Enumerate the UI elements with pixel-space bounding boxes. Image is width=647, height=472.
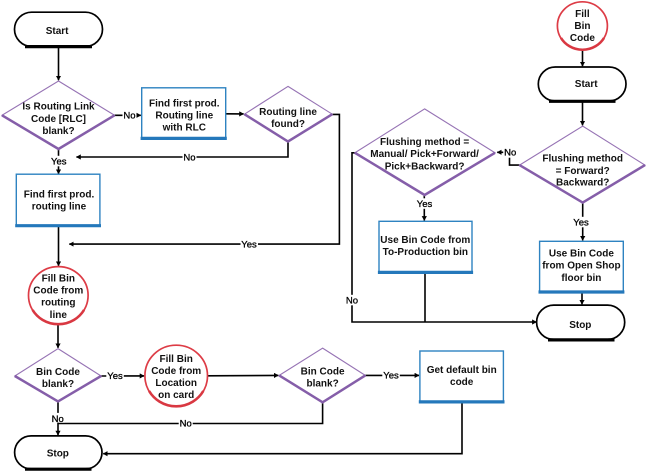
svg-text:Bin Code: Bin Code xyxy=(301,367,345,378)
svg-text:No: No xyxy=(346,295,358,306)
svg-text:Code from: Code from xyxy=(33,286,83,297)
svg-text:To-Production bin: To-Production bin xyxy=(383,247,468,258)
svg-text:Flushing method =: Flushing method = xyxy=(380,137,469,148)
svg-text:blank?: blank? xyxy=(306,378,338,389)
svg-text:Backward?: Backward? xyxy=(556,178,609,189)
svg-text:= Forward?: = Forward? xyxy=(556,166,610,177)
svg-text:Fill Bin: Fill Bin xyxy=(160,354,193,365)
svg-text:No: No xyxy=(52,414,64,425)
svg-text:blank?: blank? xyxy=(42,379,74,390)
svg-text:No: No xyxy=(183,152,195,163)
svg-text:Routing line: Routing line xyxy=(259,107,317,118)
svg-text:Yes: Yes xyxy=(573,217,589,228)
svg-text:Pick+Backward?: Pick+Backward? xyxy=(385,162,465,173)
svg-text:Use Bin Code from: Use Bin Code from xyxy=(380,235,470,246)
svg-text:routing: routing xyxy=(41,298,75,309)
svg-text:Flushing method: Flushing method xyxy=(542,153,623,164)
svg-text:blank?: blank? xyxy=(42,126,74,137)
svg-text:Yes: Yes xyxy=(51,156,67,167)
svg-text:Is Routing Link: Is Routing Link xyxy=(22,102,95,113)
svg-text:Use Bin Code: Use Bin Code xyxy=(549,249,614,260)
svg-text:Start: Start xyxy=(575,79,598,90)
svg-text:Location: Location xyxy=(155,378,197,389)
svg-text:Yes: Yes xyxy=(241,239,257,250)
svg-text:on card: on card xyxy=(158,390,194,401)
svg-text:Code [RLC]: Code [RLC] xyxy=(31,114,86,125)
svg-text:from Open Shop: from Open Shop xyxy=(542,261,620,272)
svg-text:Code from: Code from xyxy=(151,366,201,377)
svg-text:Yes: Yes xyxy=(107,371,123,382)
svg-text:with RLC: with RLC xyxy=(162,123,206,134)
svg-text:Code: Code xyxy=(570,33,595,44)
svg-text:No: No xyxy=(504,148,516,159)
svg-text:Manual/ Pick+Forward/: Manual/ Pick+Forward/ xyxy=(370,149,479,160)
svg-text:Find first prod.: Find first prod. xyxy=(24,189,95,200)
svg-text:Routing line: Routing line xyxy=(155,111,213,122)
svg-text:Get default bin: Get default bin xyxy=(427,365,497,376)
svg-text:Stop: Stop xyxy=(569,320,591,331)
svg-text:code: code xyxy=(450,377,474,388)
svg-text:Find first prod.: Find first prod. xyxy=(149,98,220,109)
svg-text:Fill: Fill xyxy=(575,9,590,20)
svg-text:floor bin: floor bin xyxy=(561,273,601,284)
svg-text:Bin: Bin xyxy=(574,21,590,32)
svg-text:No: No xyxy=(180,418,192,429)
svg-text:Yes: Yes xyxy=(383,370,399,381)
svg-text:Bin Code: Bin Code xyxy=(36,367,80,378)
svg-text:No: No xyxy=(123,111,135,122)
svg-text:Stop: Stop xyxy=(47,448,69,459)
svg-text:routing line: routing line xyxy=(32,202,87,213)
svg-text:line: line xyxy=(50,310,68,321)
svg-text:Fill Bin: Fill Bin xyxy=(42,274,75,285)
svg-text:found?: found? xyxy=(271,119,305,130)
svg-text:Yes: Yes xyxy=(417,199,433,210)
svg-text:Start: Start xyxy=(46,26,69,37)
